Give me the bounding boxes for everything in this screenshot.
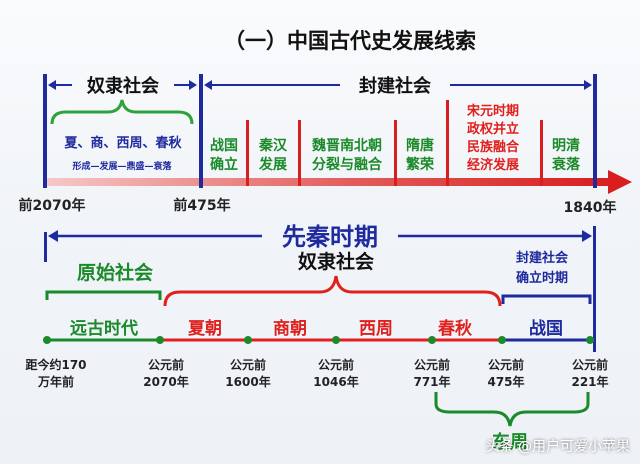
primitive-label: 原始社会	[77, 261, 153, 284]
top-date-end: 1840年	[564, 199, 617, 216]
tick-4-l2: 771年	[413, 374, 450, 389]
tick-6-l2: 221年	[571, 374, 608, 389]
tick-0-l1: 距今约170	[25, 357, 86, 372]
top-date-start: 前2070年	[19, 197, 86, 214]
sep-2	[298, 120, 301, 186]
slave-society-label: 奴隶社会	[86, 75, 159, 97]
tick-dot-1	[156, 336, 164, 344]
period-suitang-l2: 繁荣	[405, 156, 435, 173]
feudal-est-l2: 确立时期	[516, 270, 568, 286]
tick-dot-5	[498, 336, 506, 344]
tick-dot-0	[43, 336, 51, 344]
segment-xia: 夏朝	[188, 318, 222, 339]
period-songyuan-l3: 民族融合	[467, 139, 520, 155]
period-zhanguo-l1: 战国	[210, 137, 238, 154]
segment-chunqiu: 春秋	[438, 318, 473, 339]
feudal-est-bracket	[501, 294, 592, 304]
period-weijin-l2: 分裂与融合	[312, 156, 383, 173]
tick-4-l1: 公元前	[414, 357, 450, 372]
top-stages-label: 形成—发展—鼎盛—衰落	[72, 160, 172, 172]
preqin-label: 先秦时期	[282, 223, 378, 251]
segment-zhanguo: 战国	[529, 319, 563, 339]
tick-dot-3	[332, 336, 340, 344]
top-date-mid: 前475年	[173, 197, 230, 214]
sep-3	[394, 120, 397, 186]
tick-5-l1: 公元前	[488, 357, 524, 372]
period-suitang-l1: 隋唐	[406, 137, 434, 154]
tick-1-l1: 公元前	[148, 357, 184, 372]
dongzhou-brace	[434, 392, 590, 427]
slave-arrow-left-head	[48, 80, 56, 90]
sep-1	[246, 120, 249, 186]
slave-brace	[50, 99, 194, 125]
top-dynasties-label: 夏、商、西周、春秋	[63, 135, 182, 151]
period-qinhan-l2: 发展	[258, 156, 287, 173]
tick-1-l2: 2070年	[143, 374, 188, 389]
preqin-arrow-left-head	[48, 230, 58, 242]
top-arrow-shaft	[44, 178, 612, 186]
tick-dot-6	[586, 336, 594, 344]
tick-dot-2	[244, 336, 252, 344]
bottom-boundary-start	[44, 232, 47, 262]
tick-2-l1: 公元前	[230, 357, 266, 372]
feudal-arrow-left-head	[204, 80, 212, 90]
watermark: 头条 @用户可爱小苹果	[485, 439, 630, 455]
primitive-bracket	[45, 290, 162, 300]
tick-0-l2: 万年前	[37, 374, 74, 389]
period-mingqing-l2: 衰落	[551, 156, 581, 173]
segment-shang: 商朝	[273, 318, 307, 339]
period-songyuan-l1: 宋元时期	[466, 103, 519, 119]
bottom-slave-brace	[163, 275, 502, 307]
top-boundary-mid	[199, 74, 203, 188]
sep-5	[540, 120, 543, 186]
feudal-arrow-right-head	[584, 80, 592, 90]
period-songyuan-l4: 经济发展	[467, 157, 520, 173]
tick-3-l1: 公元前	[318, 357, 354, 372]
period-weijin-l1: 魏晋南北朝	[311, 137, 382, 154]
bottom-slave-label: 奴隶社会	[297, 250, 374, 273]
tick-5-l2: 475年	[487, 374, 524, 389]
period-songyuan-l2: 政权并立	[467, 121, 519, 137]
period-mingqing-l1: 明清	[552, 137, 580, 154]
feudal-society-label: 封建社会	[359, 75, 431, 97]
top-arrow-head	[608, 170, 632, 194]
feudal-est-l1: 封建社会	[516, 250, 569, 266]
bottom-boundary-end	[593, 226, 596, 352]
tick-2-l2: 1600年	[225, 374, 270, 389]
tick-dot-4	[428, 336, 436, 344]
segment-yuangu: 远古时代	[70, 318, 138, 339]
preqin-arrow-right-head	[582, 230, 592, 242]
tick-3-l2: 1046年	[313, 374, 358, 389]
top-boundary-start	[43, 74, 47, 188]
period-qinhan-l1: 秦汉	[258, 137, 288, 154]
period-zhanguo-l2: 确立	[210, 156, 238, 173]
tick-6-l1: 公元前	[572, 357, 608, 372]
sep-4	[446, 100, 449, 186]
dongzhou-label: 东周	[492, 431, 528, 453]
slave-arrow-right-head	[189, 80, 197, 90]
top-boundary-end	[593, 74, 597, 188]
segment-xizhou: 西周	[359, 319, 393, 339]
page-title: （一）中国古代史发展线索	[224, 29, 476, 53]
